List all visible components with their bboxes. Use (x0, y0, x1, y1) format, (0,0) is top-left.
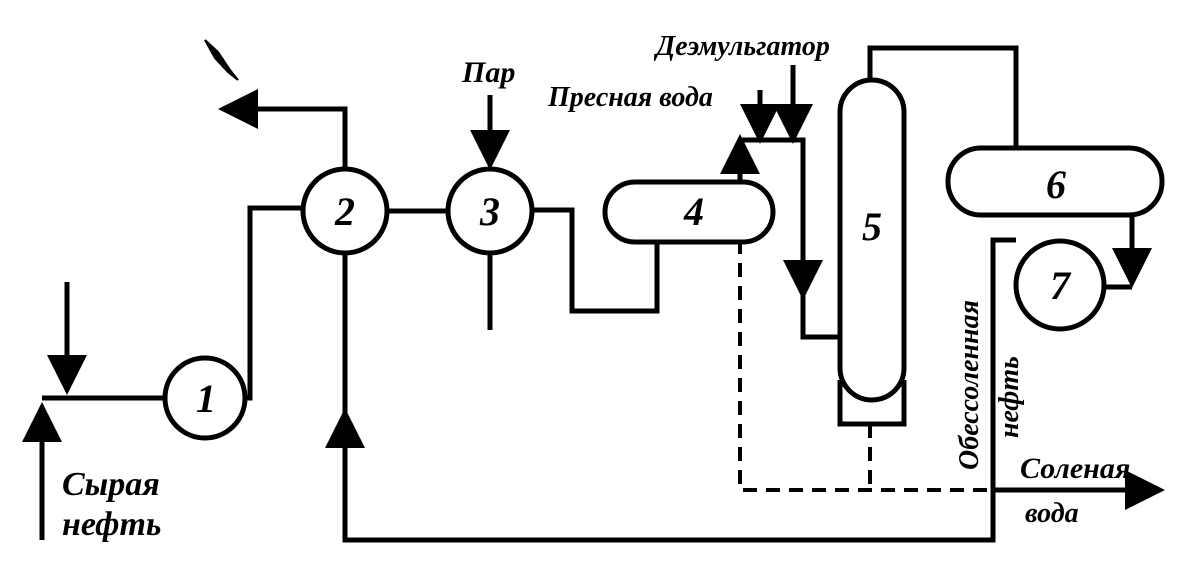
salt-water-label-line2: вода (1025, 498, 1079, 529)
desalted-oil-return-pipe (342, 237, 1016, 543)
equipment-7-pump (1013, 238, 1107, 332)
equipment-6-label: 6 (1046, 162, 1066, 207)
pipe-to-5 (800, 290, 840, 340)
equipment-5-label: 5 (862, 204, 882, 249)
equipment-4-label: 4 (683, 189, 704, 234)
pipe-1-to-2 (245, 205, 305, 401)
desalted-oil-label-line2: нефть (994, 356, 1025, 438)
equipment-2-heat-exchanger (300, 166, 390, 256)
equipment-3-steam-heater (445, 166, 535, 256)
equipment-1-label: 1 (196, 376, 216, 421)
pipe-3-to-4 (532, 207, 660, 314)
pipe-2-top-outlet (218, 89, 348, 168)
steam-label: Пар (461, 56, 515, 89)
equipment-4-settler (602, 179, 776, 245)
crude-oil-label-line1: Сырая (62, 466, 160, 503)
pipe-5-to-6 (867, 45, 1019, 148)
demulsifier-label: Деэмульгатор (653, 31, 830, 62)
salt-water-drain-4 (738, 240, 993, 492)
desalted-oil-label-line1: Обессоленная (954, 300, 985, 470)
equipment-5-electrodehydrator (837, 77, 907, 403)
equipment-1-pump (162, 355, 248, 441)
equipment-2-label: 2 (334, 189, 355, 234)
equipment-6-tank (945, 145, 1165, 218)
scribble-mark (204, 39, 239, 81)
crude-oil-label-line2: нефть (62, 506, 161, 543)
equipment-7-label: 7 (1050, 263, 1072, 308)
salt-water-label-line1: Соленая (1020, 452, 1130, 485)
equipment-3-label: 3 (479, 189, 500, 234)
fresh-water-label: Пресная вода (547, 82, 713, 113)
